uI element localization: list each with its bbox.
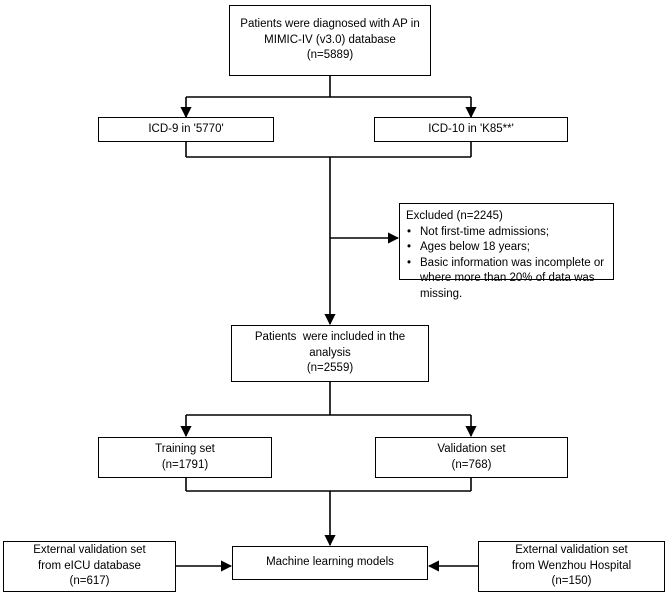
icd10-label: ICD-10 in 'K85**' — [428, 122, 514, 135]
eicu-line-3: (n=617) — [69, 575, 110, 588]
excluded-item: Not first-time admissions; — [406, 225, 549, 241]
diagnosed-line-3: (n=5889) — [306, 49, 354, 62]
box-training: Training set (n=1791) — [98, 437, 272, 478]
eicu-line-1: External validation set — [33, 544, 146, 557]
included-line-3: (n=2559) — [306, 362, 354, 375]
included-line-1: Patients were included in the — [254, 331, 406, 344]
box-icd10: ICD-10 in 'K85**' — [374, 117, 568, 142]
wenzhou-line-3: (n=150) — [551, 575, 592, 588]
wenzhou-line-1: External validation set — [515, 544, 628, 557]
box-validation: Validation set (n=768) — [375, 437, 568, 478]
validation-label: Validation set — [437, 443, 506, 455]
diagnosed-line-1: Patients were diagnosed with AP in — [240, 18, 420, 31]
excluded-item: Basic information was incomplete or wher… — [406, 256, 607, 303]
box-wenzhou: External validation set from Wenzhou Hos… — [478, 541, 665, 592]
box-diagnosed: Patients were diagnosed with AP in MIMIC… — [229, 5, 431, 76]
ml-label: Machine learning models — [266, 556, 394, 569]
box-excluded: Excluded (n=2245) Not first-time admissi… — [399, 203, 614, 300]
icd9-label: ICD-9 in '5770' — [148, 122, 224, 135]
training-label: Training set — [155, 443, 215, 455]
wenzhou-line-2: from Wenzhou Hospital — [511, 559, 632, 572]
box-eicu: External validation set from eICU databa… — [3, 541, 176, 592]
excluded-title: Excluded (n=2245) — [406, 210, 503, 222]
box-included: Patients were included in the analysis (… — [231, 325, 429, 382]
box-icd9: ICD-9 in '5770' — [98, 117, 274, 142]
eicu-line-2: from eICU database — [38, 559, 141, 572]
included-line-2: analysis — [309, 346, 351, 359]
validation-count: (n=768) — [451, 458, 492, 471]
excluded-item: Ages below 18 years; — [406, 240, 530, 256]
training-count: (n=1791) — [161, 458, 209, 471]
diagnosed-line-2: MIMIC-IV (v3.0) database — [264, 33, 396, 46]
box-ml-models: Machine learning models — [232, 546, 428, 580]
